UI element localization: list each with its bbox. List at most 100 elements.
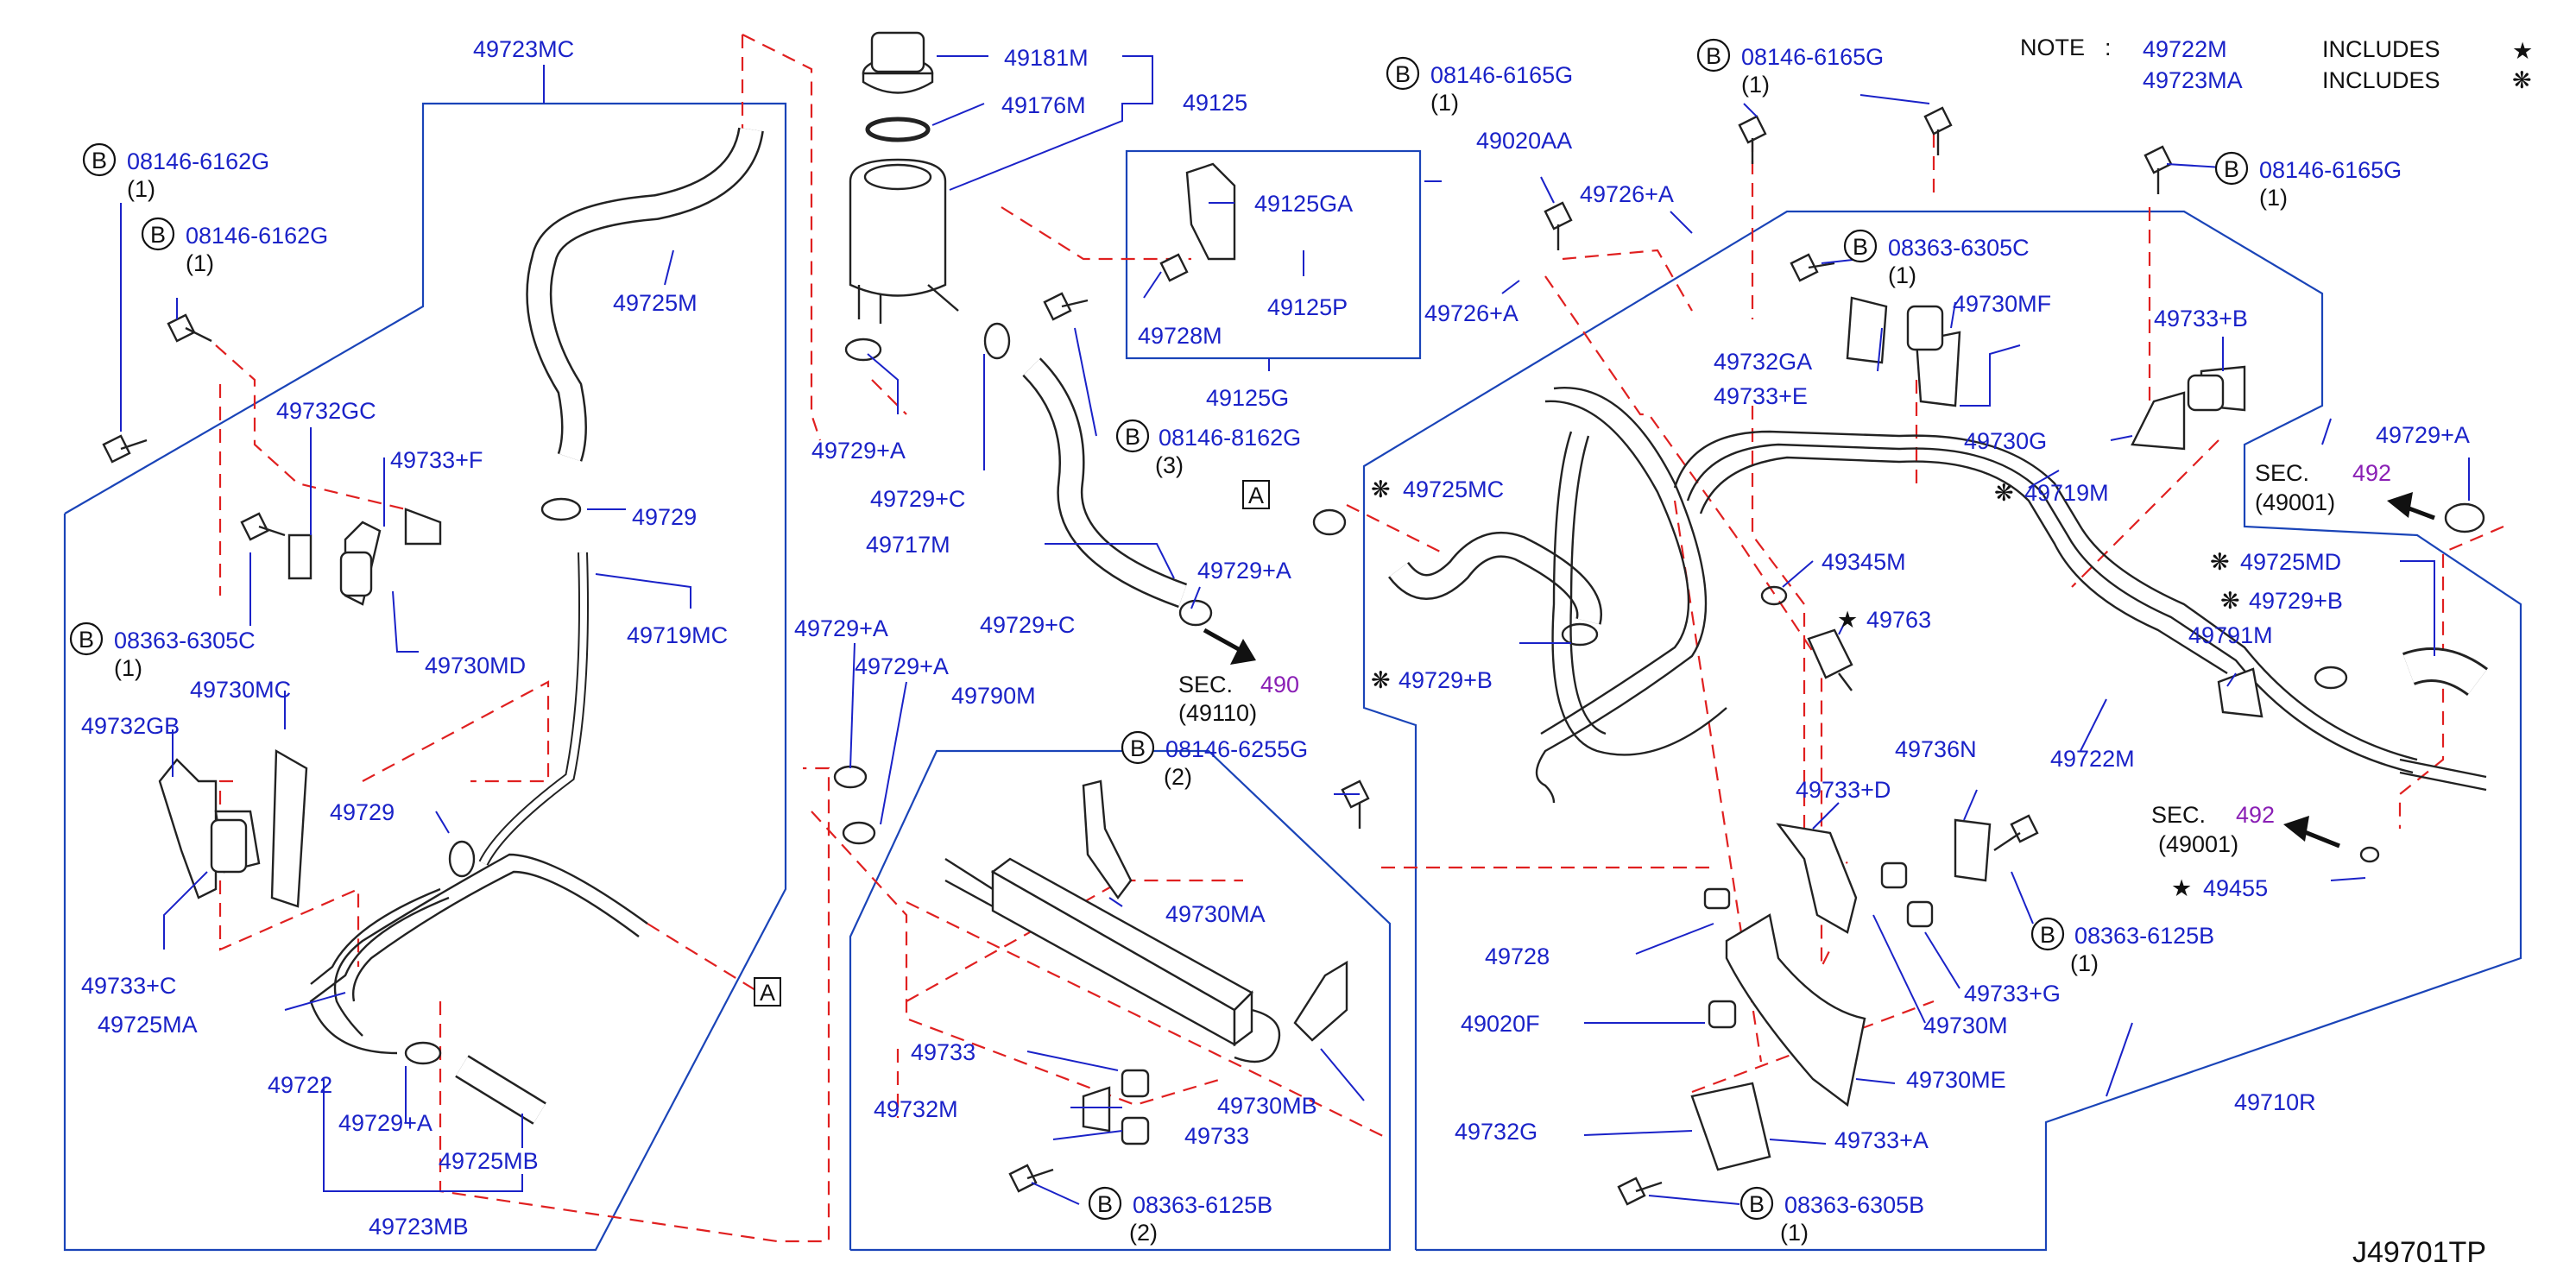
dash-line <box>1562 249 1693 312</box>
reservoir-cap <box>862 31 934 94</box>
leader <box>1052 1130 1123 1140</box>
label-qty: (1) <box>2070 950 2099 976</box>
dash-line <box>218 779 360 967</box>
b-letter: B <box>79 627 94 653</box>
label-qty: (1) <box>1780 1220 1809 1246</box>
b-marker <box>1386 56 1420 91</box>
b-letter: B <box>2224 156 2239 182</box>
dash-line <box>647 923 761 994</box>
sec-490-sub: (49110) <box>1178 700 1257 726</box>
dash-line <box>215 344 432 527</box>
label-49020f: 49020F <box>1461 1011 1540 1037</box>
label-49730mb: 49730MB <box>1217 1093 1317 1119</box>
leader <box>1045 543 1175 579</box>
label-49736n: 49736N <box>1895 736 1977 762</box>
b-marker <box>2214 151 2249 186</box>
label-49733c: 49733+C <box>81 973 176 999</box>
dash-line <box>439 767 830 1243</box>
label-49455: 49455 <box>2203 875 2268 901</box>
dash-line <box>811 811 1222 1107</box>
pressure-switch <box>1760 585 2380 863</box>
label-49710r: 49710R <box>2234 1089 2316 1115</box>
sec-490-number: 490 <box>1260 672 1299 697</box>
label-49176m: 49176M <box>1001 92 1086 118</box>
b-marker <box>1121 730 1155 765</box>
label-49723mb: 49723MB <box>369 1214 469 1240</box>
pipe-bundle-right <box>1673 430 2487 792</box>
label-49345m: 49345M <box>1822 549 1906 575</box>
leader <box>1320 1048 1365 1101</box>
label-49125p: 49125P <box>1267 294 1348 320</box>
o-ring-49176m <box>865 117 931 142</box>
leader <box>595 573 691 609</box>
ref-letter-a: A <box>760 980 775 1006</box>
ref-letter-a: A <box>1248 483 1264 508</box>
label-08146-8162g: 08146-8162G <box>1159 425 1301 451</box>
dash-line <box>1544 275 1831 968</box>
group-outlines <box>63 102 2522 1252</box>
leader <box>406 1174 523 1192</box>
leader <box>2028 470 2060 489</box>
ref-box-a <box>1242 480 1270 509</box>
leader <box>1635 923 1714 955</box>
leader <box>2080 698 2107 752</box>
label-49726a: 49726+A <box>1424 300 1518 326</box>
asterisk-symbol: ❋ <box>2220 588 2240 614</box>
label-49733d: 49733+D <box>1796 777 1891 803</box>
leader <box>1026 1051 1119 1071</box>
label-49730ma: 49730MA <box>1165 901 1266 927</box>
reservoir-tank <box>849 158 959 324</box>
label-49725m: 49725M <box>613 290 698 316</box>
label-49729c: 49729+C <box>870 486 965 512</box>
label-49722: 49722 <box>268 1072 332 1098</box>
label-49729a: 49729+A <box>811 438 906 464</box>
label-08363-6305c: 08363-6305C <box>114 628 256 653</box>
label-08363-6125b: 08363-6125B <box>1133 1192 1272 1218</box>
dash-line <box>1691 1000 1935 1094</box>
leader <box>880 681 907 825</box>
b-marker <box>1843 229 1878 263</box>
leader <box>1963 789 1978 821</box>
asterisk-symbol: ❋ <box>2512 67 2532 93</box>
b-letter: B <box>92 148 107 174</box>
label-08146-6255g: 08146-6255G <box>1165 736 1308 762</box>
label-qty: (1) <box>114 655 142 681</box>
b-marker <box>1115 419 1150 453</box>
leader <box>664 249 674 286</box>
label-49730mc: 49730MC <box>190 677 291 703</box>
label-49732ga: 49732GA <box>1714 349 1812 375</box>
note-block: NOTE : 49722M INCLUDES ★ 49723MA INCLUDE… <box>2020 35 2533 93</box>
pipe-bundle-center <box>1535 387 1727 804</box>
leader <box>1190 586 1201 609</box>
asterisk-symbol: ❋ <box>1371 476 1391 502</box>
label-08363-6305c: 08363-6305C <box>1888 235 2030 261</box>
label-49728m: 49728M <box>1138 323 1222 349</box>
group-dashed-lines <box>215 34 2504 1243</box>
hoses <box>455 127 2488 1125</box>
asterisk-symbol: ❋ <box>1994 480 2014 506</box>
label-qty: (1) <box>1430 90 1459 116</box>
leader <box>1743 103 1758 117</box>
leader <box>949 55 1153 191</box>
note-includes: INCLUDES <box>2322 36 2440 62</box>
leader <box>2011 871 2034 924</box>
leader <box>1859 94 1930 104</box>
asterisk-symbol: ❋ <box>1371 667 1391 693</box>
label-49729c: 49729+C <box>980 612 1075 638</box>
note-part-49722m: 49722M <box>2143 36 2227 62</box>
dash-line <box>742 34 822 441</box>
note-includes: INCLUDES <box>2322 67 2440 93</box>
label-49723mc: 49723MC <box>473 36 574 62</box>
asterisk-symbol: ❋ <box>2210 549 2230 575</box>
group-parts <box>102 31 2488 1206</box>
b-marker <box>1696 38 1731 73</box>
label-49791m: 49791M <box>2188 622 2273 648</box>
label-49726a: 49726+A <box>1580 181 1674 207</box>
label-49733: 49733 <box>1184 1123 1249 1149</box>
label-49729a: 49729+A <box>794 615 888 641</box>
group-ref-markers: A A <box>754 480 1270 1006</box>
label-49763: 49763 <box>1866 607 1931 633</box>
label-49732gb: 49732GB <box>81 713 180 739</box>
sec-492-sub: (49001) <box>2255 489 2335 515</box>
